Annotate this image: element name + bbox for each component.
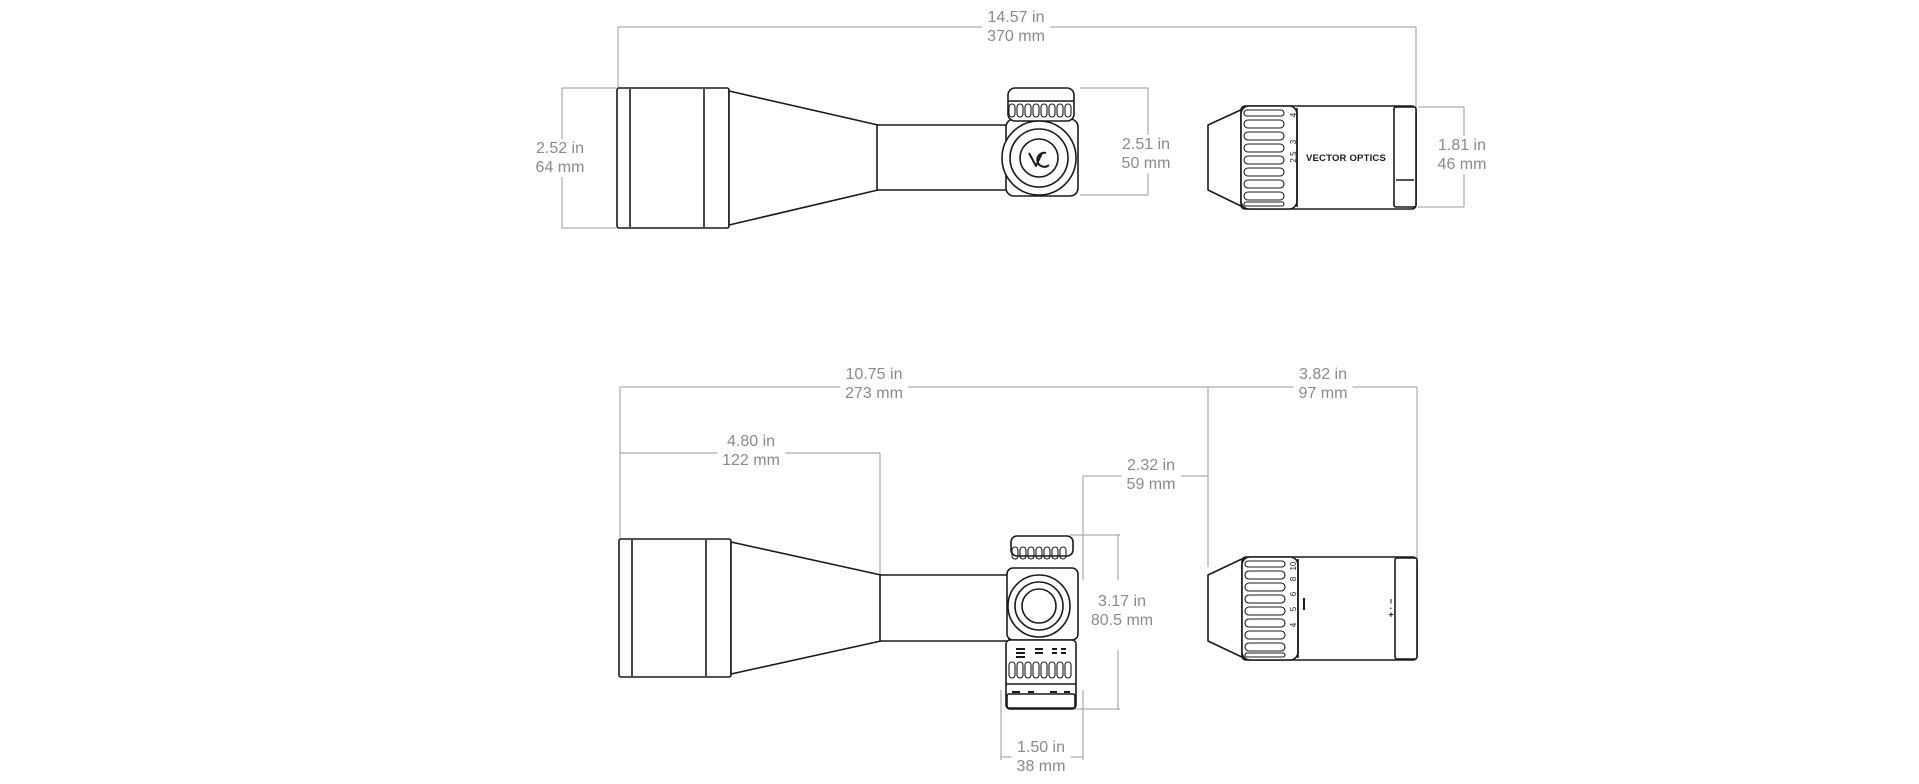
side-objective-to-tube-in: 4.80 in: [726, 433, 776, 450]
side-turret-height-mm: 80.5 mm: [1090, 612, 1154, 629]
side-main-tube: [879, 574, 1010, 642]
side-eyepiece-taper: [1207, 556, 1247, 660]
top-objective-taper: [728, 90, 879, 226]
brand-logo-text: VECTOR OPTICS: [1306, 153, 1386, 164]
top-overall-length-label: 14.57 in 370 mm: [982, 8, 1050, 46]
side-turret-height-in: 3.17 in: [1097, 593, 1147, 610]
side-eyepiece-length-label: 3.82 in 97 mm: [1293, 365, 1353, 403]
side-turret-width-label: 1.50 in 38 mm: [1011, 738, 1071, 776]
side-objective-bell: [618, 538, 732, 678]
top-eyepiece-taper: [1207, 107, 1246, 209]
side-objective-to-tube-label: 4.80 in 122 mm: [717, 432, 785, 470]
side-view-scope: [618, 535, 1418, 710]
top-zoom-knurl: [1243, 109, 1285, 207]
side-turret-width-mm: 38 mm: [1016, 758, 1066, 775]
top-turret-height-label: 2.51 in 50 mm: [1116, 135, 1176, 173]
side-objective-taper: [730, 541, 882, 675]
side-turret-to-eyepiece-in: 2.32 in: [1126, 457, 1176, 474]
top-turret-height-mm: 50 mm: [1121, 155, 1171, 172]
top-objective-height-mm: 64 mm: [535, 159, 585, 176]
side-turret-knob: [1007, 574, 1071, 638]
side-zoom-marks: 4 5 6 8 10: [1289, 561, 1298, 627]
side-turret-to-eyepiece-mm: 59 mm: [1126, 476, 1176, 493]
side-turret-to-front-mm: 273 mm: [845, 385, 903, 402]
top-zoom-mark-4: 4: [1289, 112, 1298, 117]
side-zoom-mark-6: 6: [1289, 591, 1298, 596]
top-eyepiece-height-label: 1.81 in 46 mm: [1432, 136, 1492, 174]
side-objective-to-tube-mm: 122 mm: [722, 452, 780, 469]
top-overall-length-mm: 370 mm: [987, 28, 1045, 45]
top-main-tube: [876, 124, 1009, 191]
top-turret-knurl: [1008, 103, 1072, 118]
side-zoom-mark-10: 10: [1289, 561, 1298, 570]
side-eyepiece-length-in: 3.82 in: [1298, 366, 1348, 383]
top-zoom-mark-2-5: 2.5: [1289, 151, 1298, 163]
top-turret-height-in: 2.51 in: [1121, 136, 1171, 153]
side-zoom-mark-5: 5: [1289, 606, 1298, 611]
top-zoom-mark-3: 3: [1289, 139, 1298, 144]
top-view-scope: [616, 87, 1417, 229]
side-eyepiece-length-mm: 97 mm: [1298, 385, 1348, 402]
side-turret-to-front-label: 10.75 in 273 mm: [840, 365, 908, 403]
top-eyepiece-cap: [1393, 106, 1417, 208]
side-zoom-mark-8: 8: [1289, 576, 1298, 581]
top-objective-height-in: 2.52 in: [535, 140, 585, 157]
side-view-dimension-lines: [619, 386, 1418, 760]
top-eyepiece-height-mm: 46 mm: [1437, 156, 1487, 173]
top-eyepiece-height-in: 1.81 in: [1437, 137, 1487, 154]
side-turret-height-label: 3.17 in 80.5 mm: [1085, 592, 1159, 630]
top-overall-length-in: 14.57 in: [987, 9, 1045, 26]
side-turret-to-front-in: 10.75 in: [845, 366, 903, 383]
side-eyepiece-cap: [1394, 557, 1418, 660]
side-turret-width-in: 1.50 in: [1016, 739, 1066, 756]
side-turret-to-eyepiece-label: 2.32 in 59 mm: [1121, 456, 1181, 494]
side-zoom-mark-4: 4: [1289, 622, 1298, 627]
top-objective-height-label: 2.52 in 64 mm: [530, 139, 590, 177]
side-diopter-mark: + · −: [1386, 599, 1396, 618]
top-zoom-marks: 4 3 2.5: [1289, 112, 1298, 162]
top-objective-bell: [616, 87, 730, 229]
